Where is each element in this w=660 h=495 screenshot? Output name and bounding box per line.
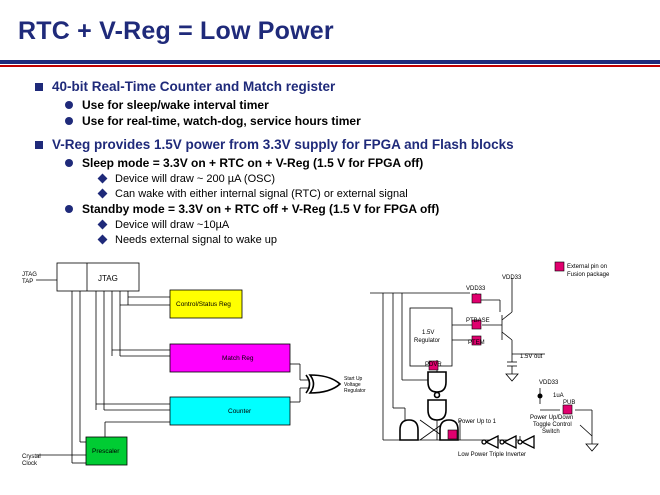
external-pin-icon xyxy=(428,261,573,440)
current-source-icon xyxy=(537,393,543,399)
sub-bullet: Use for real-time, watch-dog, service ho… xyxy=(65,114,361,128)
toggle-label: Power Up/Down xyxy=(530,415,573,421)
sub-sub-bullet-text: Needs external signal to wake up xyxy=(115,234,278,246)
sub-sub-bullet-text: Device will draw ~10µA xyxy=(115,219,230,231)
control-status-reg xyxy=(169,289,243,319)
crystal-clock-label: Crystal xyxy=(22,454,41,460)
square-bullet-icon xyxy=(35,141,43,149)
pub-label: PUB xyxy=(563,400,575,406)
bullet-text: 40-bit Real-Time Counter and Match regis… xyxy=(52,79,336,94)
bullet-vreg: V-Reg provides 1.5V power from 3.3V supp… xyxy=(35,137,514,152)
sub-sub-bullet: Device will draw ~10µA xyxy=(97,219,230,231)
prescaler-block xyxy=(85,436,128,466)
xor-gate-icon xyxy=(305,374,342,394)
ptbase-label: PTBASE xyxy=(466,318,490,324)
jtag-block xyxy=(56,262,140,292)
sub-bullet: Use for sleep/wake interval timer xyxy=(65,98,269,112)
startup-label: Voltage xyxy=(344,382,361,388)
sub-sub-bullet: Needs external signal to wake up xyxy=(97,234,278,246)
ptem-label: PTEM xyxy=(468,340,485,346)
bullet-rtc: 40-bit Real-Time Counter and Match regis… xyxy=(35,79,336,94)
sub-sub-bullet: Device will draw ~ 200 µA (OSC) xyxy=(97,173,276,185)
power-up-label: Power Up to 1 xyxy=(458,419,497,425)
vdd33-label: VDD33 xyxy=(502,275,522,281)
square-bullet-icon xyxy=(35,83,43,91)
jtag-tap-label: JTAG xyxy=(22,272,37,278)
output-label: 1.5V out xyxy=(520,354,543,360)
toggle-label: Toggle Control xyxy=(533,422,572,428)
current-label: 1uA xyxy=(553,393,564,399)
prescaler-label: Prescaler xyxy=(92,448,120,455)
match-reg-label: Match Reg xyxy=(222,355,254,362)
counter-label: Counter xyxy=(228,408,252,415)
rtc-block-diagram xyxy=(36,262,310,464)
sub-bullet: Standby mode = 3.3V on + RTC off + V-Reg… xyxy=(65,202,440,216)
sub-bullet-text: Use for real-time, watch-dog, service ho… xyxy=(82,114,361,128)
match-reg xyxy=(169,343,291,373)
vdd33-label: VDD33 xyxy=(466,286,486,292)
jtag-tap-label: TAP xyxy=(22,279,33,285)
regulator-label: Regulator xyxy=(414,338,440,344)
legend-text: Fusion package xyxy=(567,272,610,278)
pdvr-label: PDVR xyxy=(425,362,442,368)
sub-bullet: Sleep mode = 3.3V on + RTC on + V-Reg (1… xyxy=(65,156,424,170)
circle-bullet-icon xyxy=(65,205,73,213)
legend-text: External pin on xyxy=(567,264,607,270)
inverter-icon xyxy=(481,434,535,450)
title-rule-red xyxy=(0,65,660,67)
startup-label: Regulator xyxy=(344,388,366,394)
title-rule-blue xyxy=(0,60,660,64)
sub-sub-bullet: Can wake with either internal signal (RT… xyxy=(97,188,408,200)
control-status-label: Control/Status Reg xyxy=(176,301,231,308)
sub-sub-bullet-text: Can wake with either internal signal (RT… xyxy=(115,188,408,200)
sub-bullet-text: Use for sleep/wake interval timer xyxy=(82,98,269,112)
sub-bullet-text: Sleep mode = 3.3V on + RTC on + V-Reg (1… xyxy=(82,156,424,170)
bullet-list: 40-bit Real-Time Counter and Match regis… xyxy=(35,79,514,246)
jtag-block-label: JTAG xyxy=(98,274,118,283)
toggle-label: Switch xyxy=(542,429,560,435)
inverter-label: Low Power Triple Inverter xyxy=(458,452,526,458)
sub-bullet-text: Standby mode = 3.3V on + RTC off + V-Reg… xyxy=(82,202,440,216)
nand-gate-icon xyxy=(399,371,459,441)
crystal-clock-label: Clock xyxy=(22,461,38,467)
bullet-text: V-Reg provides 1.5V power from 3.3V supp… xyxy=(52,137,514,152)
circle-bullet-icon xyxy=(65,101,73,109)
vdd33-label: VDD33 xyxy=(539,380,559,386)
counter-block xyxy=(169,396,291,426)
regulator-label: 1.5V xyxy=(422,330,434,336)
page-title: RTC + V-Reg = Low Power xyxy=(18,17,334,45)
regulator-block xyxy=(409,307,453,367)
startup-label: Start Up xyxy=(344,376,363,382)
circle-bullet-icon xyxy=(65,117,73,125)
circle-bullet-icon xyxy=(65,159,73,167)
sub-sub-bullet-text: Device will draw ~ 200 µA (OSC) xyxy=(115,173,276,185)
